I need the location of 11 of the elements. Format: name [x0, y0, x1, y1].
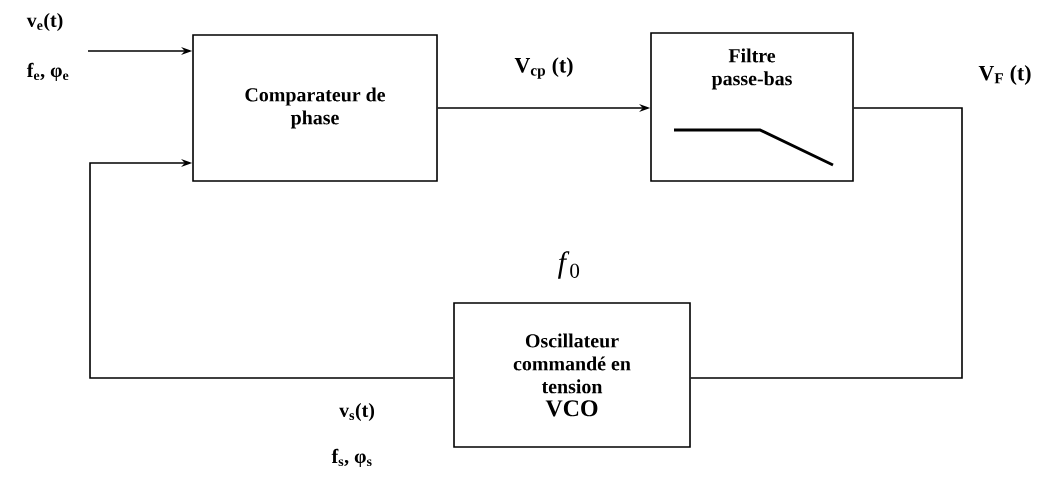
frequency-label: f$_{0}$: [558, 251, 580, 279]
signal-label: V$_{cp}$ (t): [514, 57, 573, 79]
signal-label: f$_{e}$, φ$_{e}$: [26, 62, 69, 82]
block-box: Comparateur de phase: [192, 34, 438, 182]
block-box: Filtre passe-bas: [650, 32, 854, 182]
arrow: [89, 158, 454, 379]
signal-label: v$_{e}$(t): [26, 12, 63, 31]
signal-label: f$_{s}$, φ$_{s}$: [331, 448, 372, 468]
block-box: Oscillateur commandé en tension VCO: [453, 302, 691, 448]
signal-label: V$_{F}$ (t): [978, 65, 1031, 85]
signal-label: v$_{s}$(t): [339, 402, 375, 421]
